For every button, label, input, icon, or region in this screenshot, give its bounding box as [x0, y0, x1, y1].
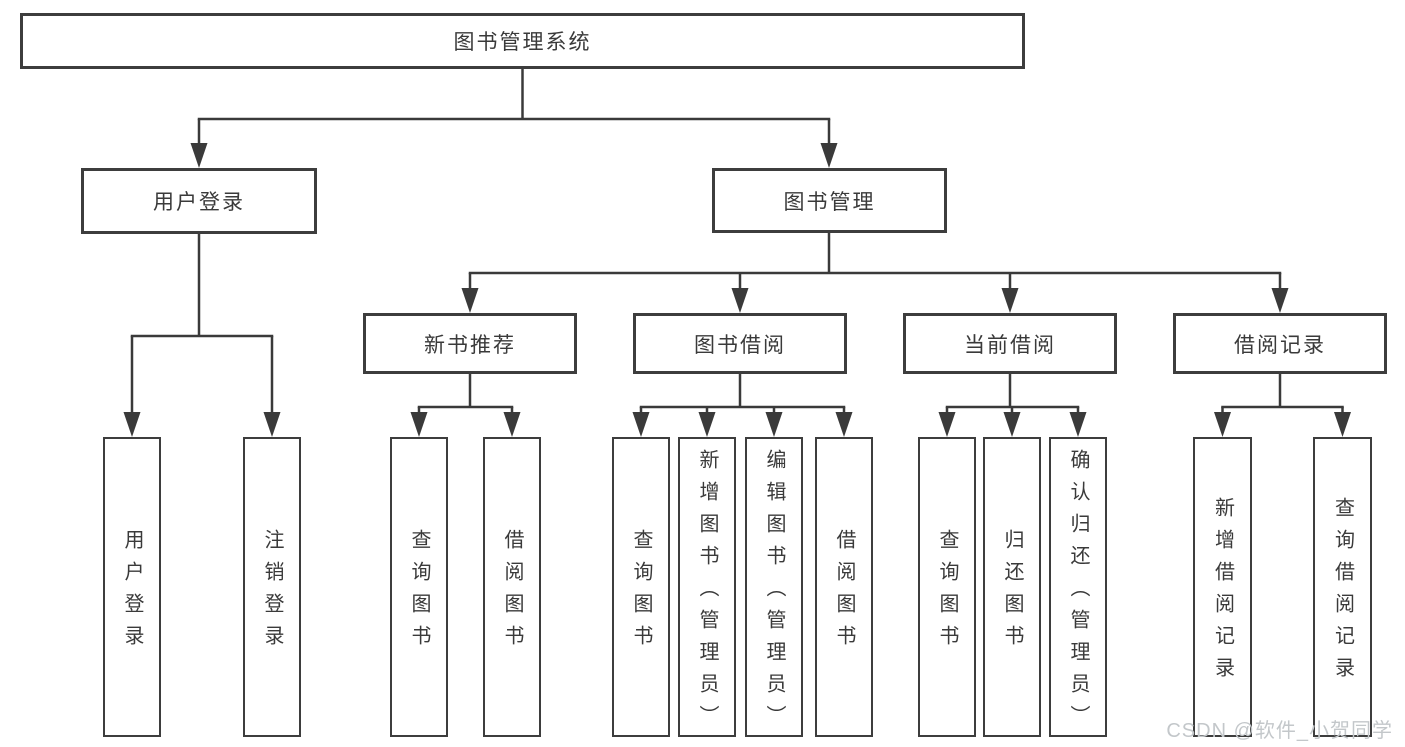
leaf-borrow-query-book-label: 查询图书: [630, 529, 652, 657]
node-book-borrow-label: 图书借阅: [694, 333, 786, 357]
node-book-management-label: 图书管理: [783, 190, 876, 214]
leaf-query-borrow-record: 查询借阅记录: [1313, 437, 1372, 737]
node-borrow-record: 借阅记录: [1173, 313, 1387, 374]
node-user-login: 用户登录: [81, 168, 317, 234]
leaf-return-book: 归还图书: [983, 437, 1041, 737]
leaf-query-borrow-record-label: 查询借阅记录: [1331, 497, 1354, 689]
leaf-logout: 注销登录: [243, 437, 301, 737]
node-book-management: 图书管理: [712, 168, 947, 233]
leaf-user-login-label: 用户登录: [121, 529, 143, 657]
leaf-edit-book-admin: 编辑图书（管理员）: [745, 437, 803, 737]
leaf-confirm-return-admin: 确认归还（管理员）: [1049, 437, 1107, 737]
leaf-recommend-borrow-book-label: 借阅图书: [501, 529, 523, 657]
node-current-borrow: 当前借阅: [903, 313, 1117, 374]
leaf-borrow-book: 借阅图书: [815, 437, 873, 737]
leaf-borrow-book-label: 借阅图书: [833, 529, 855, 657]
leaf-recommend-query-book: 查询图书: [390, 437, 448, 737]
node-root-label: 图书管理系统: [453, 31, 592, 54]
leaf-add-borrow-record: 新增借阅记录: [1193, 437, 1252, 737]
node-new-book-recommend: 新书推荐: [363, 313, 577, 374]
leaf-add-borrow-record-label: 新增借阅记录: [1211, 497, 1234, 689]
node-borrow-record-label: 借阅记录: [1234, 333, 1326, 357]
leaf-current-query-book-label: 查询图书: [936, 529, 958, 657]
leaf-current-query-book: 查询图书: [918, 437, 976, 737]
leaf-add-book-admin: 新增图书（管理员）: [678, 437, 736, 737]
node-book-borrow: 图书借阅: [633, 313, 847, 374]
leaf-borrow-query-book: 查询图书: [612, 437, 670, 737]
node-user-login-label: 用户登录: [153, 191, 245, 214]
leaf-recommend-query-book-label: 查询图书: [408, 529, 430, 657]
node-new-book-recommend-label: 新书推荐: [424, 333, 516, 357]
leaf-edit-book-admin-label: 编辑图书（管理员）: [763, 449, 785, 737]
leaf-add-book-admin-label: 新增图书（管理员）: [696, 449, 718, 737]
leaf-recommend-borrow-book: 借阅图书: [483, 437, 541, 737]
node-root: 图书管理系统: [20, 13, 1025, 69]
leaf-confirm-return-admin-label: 确认归还（管理员）: [1067, 449, 1089, 737]
node-current-borrow-label: 当前借阅: [964, 333, 1056, 357]
leaf-return-book-label: 归还图书: [1001, 529, 1023, 657]
watermark: CSDN @软件_小贺同学: [1166, 720, 1393, 742]
leaf-user-login: 用户登录: [103, 437, 161, 737]
leaf-logout-label: 注销登录: [261, 529, 283, 657]
